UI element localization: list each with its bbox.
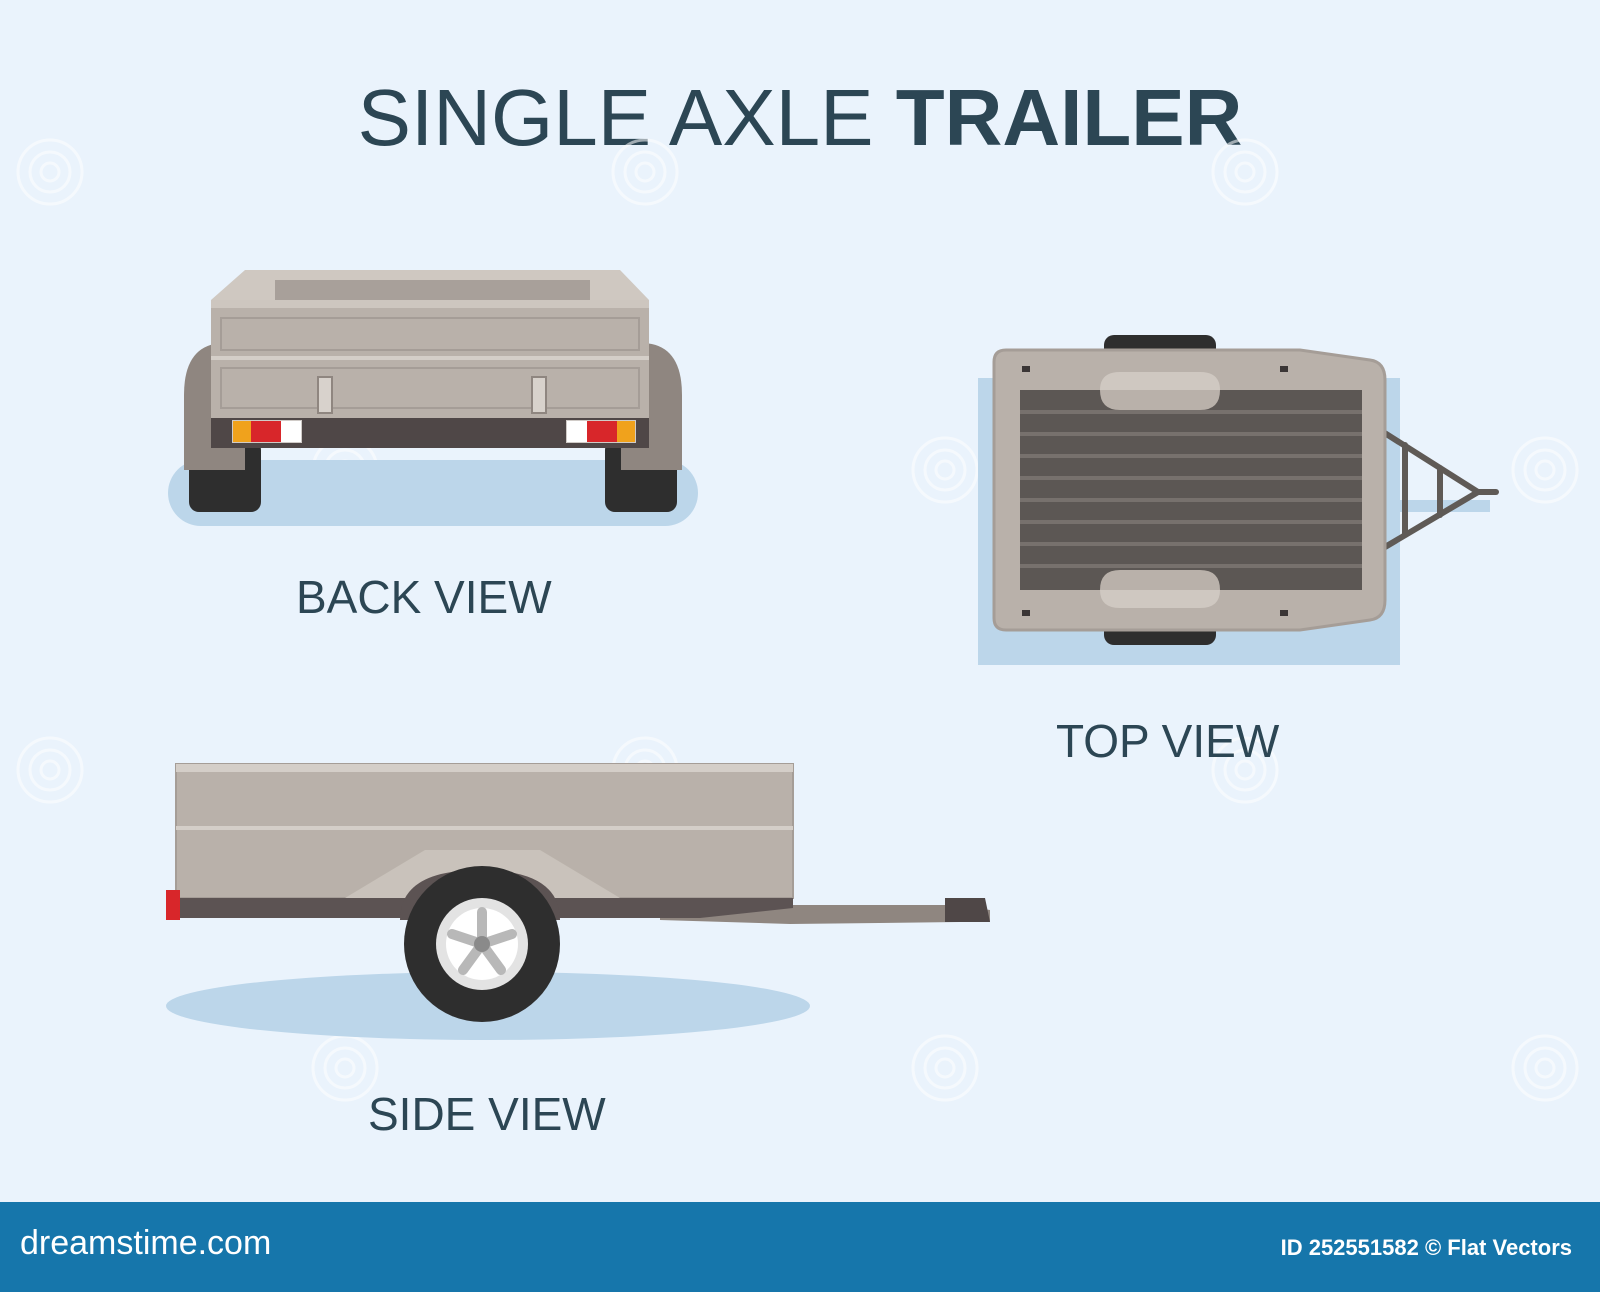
back-shadow [168,460,698,526]
top-view-trailer [978,335,1499,665]
image-author: © Flat Vectors [1424,1235,1572,1260]
footer-bar: dreamstime.com ID 252551582 © Flat Vecto… [0,1202,1600,1292]
top-view-label: TOP VIEW [1056,715,1280,767]
site-name[interactable]: dreamstime.com [20,1224,272,1262]
top-drawbar [1377,427,1499,553]
image-id: ID 252551582 [1280,1235,1419,1260]
back-view-trailer [168,270,698,526]
side-view-trailer [166,763,990,1040]
title-part-bold: TRAILER [895,73,1243,162]
page-title: SINGLE AXLE TRAILER [0,78,1600,158]
back-view-label: BACK VIEW [296,571,552,623]
title-part-light: SINGLE AXLE [357,73,874,162]
side-view-label: SIDE VIEW [368,1088,606,1140]
trailer-illustrations [16,138,1579,1102]
side-tail-light [166,890,180,920]
image-credit: ID 252551582 © Flat Vectors [1281,1235,1572,1261]
top-floor [1020,390,1362,590]
